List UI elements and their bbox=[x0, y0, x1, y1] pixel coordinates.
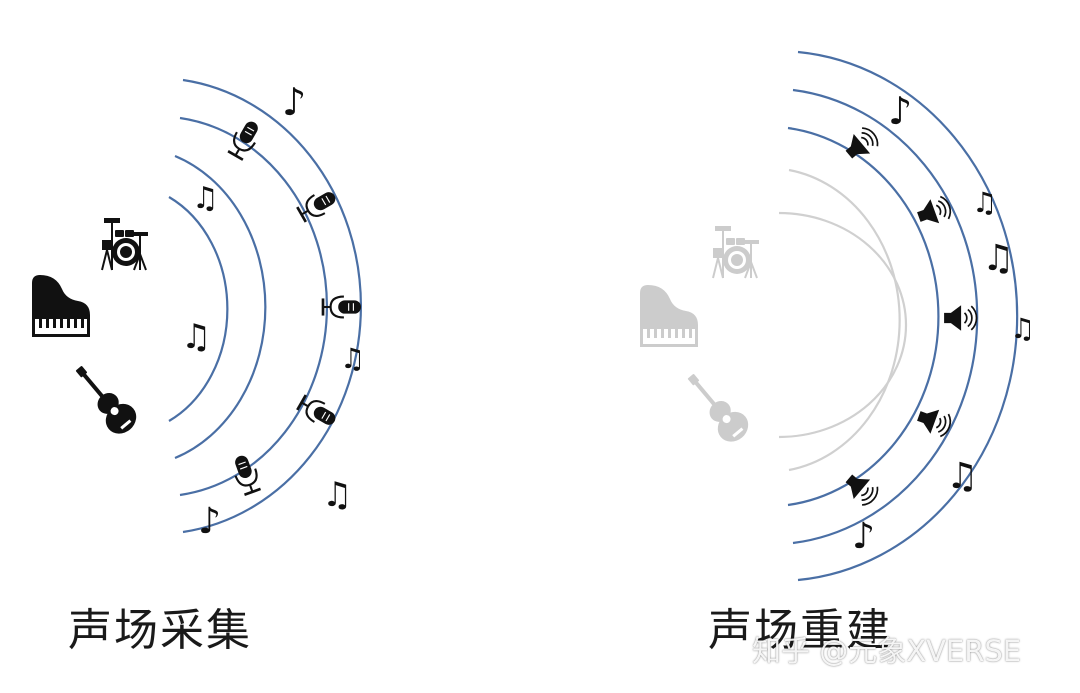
capture-panel: ♪ ♫ ♫ ♫ ♫ ♪ bbox=[32, 78, 365, 542]
capture-arc-2 bbox=[174, 154, 267, 460]
microphone-icon bbox=[321, 295, 363, 319]
beamed-notes-icon: ♫ bbox=[972, 186, 997, 219]
reconstruction-arc-3 bbox=[797, 50, 1019, 582]
beamed-notes-icon: ♫ bbox=[322, 475, 352, 515]
capture-arc-4 bbox=[182, 78, 362, 534]
beamed-notes-icon: ♫ bbox=[340, 342, 365, 375]
beamed-notes-icon: ♫ bbox=[982, 238, 1014, 279]
faded-arc-1 bbox=[778, 211, 908, 439]
speaker-icon bbox=[943, 304, 978, 332]
watermark: 知乎 @元象XVERSE bbox=[752, 634, 1022, 668]
reconstruction-caption: 声场重建 bbox=[708, 605, 892, 656]
reconstruction-arc-1 bbox=[787, 126, 940, 507]
notes-right: ♪ ♫ ♫ ♫ ♫ ♪ bbox=[852, 89, 1035, 557]
drum-kit-icon bbox=[712, 225, 760, 279]
acoustic-guitar-icon bbox=[66, 357, 143, 440]
faded-arc-2 bbox=[788, 168, 901, 472]
beamed-notes-icon: ♫ bbox=[946, 456, 978, 497]
capture-arcs bbox=[168, 78, 362, 534]
microphone-icon bbox=[228, 451, 264, 497]
notes-left: ♪ ♫ ♫ ♫ ♫ ♪ bbox=[181, 80, 365, 542]
faded-arcs bbox=[778, 168, 908, 472]
speakers bbox=[839, 123, 978, 510]
eighth-note-icon: ♪ bbox=[888, 89, 912, 133]
capture-arc-1 bbox=[168, 196, 229, 422]
grand-piano-icon bbox=[640, 285, 698, 347]
beamed-notes-icon: ♫ bbox=[181, 317, 211, 357]
instruments-right bbox=[640, 225, 760, 448]
instruments-left bbox=[32, 217, 149, 440]
eighth-note-icon: ♪ bbox=[852, 516, 875, 557]
eighth-note-icon: ♪ bbox=[198, 501, 221, 542]
eighth-note-icon: ♪ bbox=[282, 80, 306, 124]
reconstruction-panel: ♪ ♫ ♫ ♫ ♫ ♪ bbox=[640, 50, 1035, 582]
beamed-notes-icon: ♫ bbox=[192, 181, 219, 216]
grand-piano-icon bbox=[32, 275, 90, 337]
beamed-notes-icon: ♫ bbox=[1010, 312, 1035, 345]
capture-caption: 声场采集 bbox=[68, 605, 252, 656]
drum-kit-icon bbox=[101, 217, 149, 271]
microphone-icon bbox=[294, 392, 342, 432]
acoustic-guitar-icon bbox=[678, 365, 755, 448]
capture-arc-3 bbox=[179, 116, 329, 497]
microphones bbox=[225, 115, 363, 497]
